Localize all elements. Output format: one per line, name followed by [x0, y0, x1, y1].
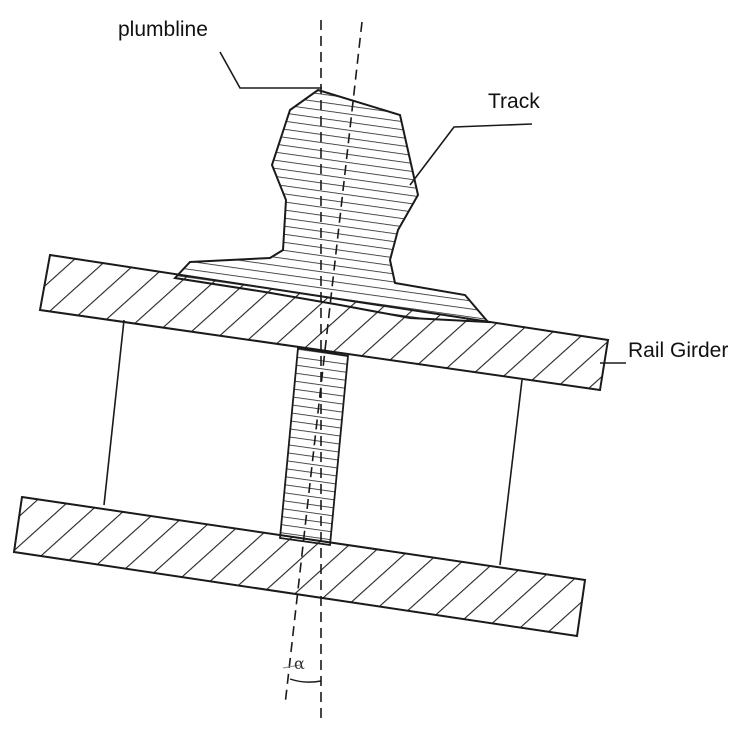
angle-arc — [289, 678, 322, 683]
rail-profile — [172, 88, 491, 324]
left-web-line — [103, 319, 125, 506]
right-web-line — [499, 379, 523, 566]
track-leader — [409, 123, 533, 186]
tilted-axis-line — [284, 21, 363, 706]
lower-flange — [12, 495, 587, 638]
angle-tick — [282, 664, 301, 669]
track-label: Track — [488, 90, 540, 113]
girder-web — [279, 346, 349, 547]
plumbline-leader — [219, 51, 322, 89]
plumbline-label: plumbline — [118, 18, 208, 41]
rail-girder-label: Rail Girder — [628, 339, 729, 362]
angle-alpha-label: α — [294, 654, 305, 673]
